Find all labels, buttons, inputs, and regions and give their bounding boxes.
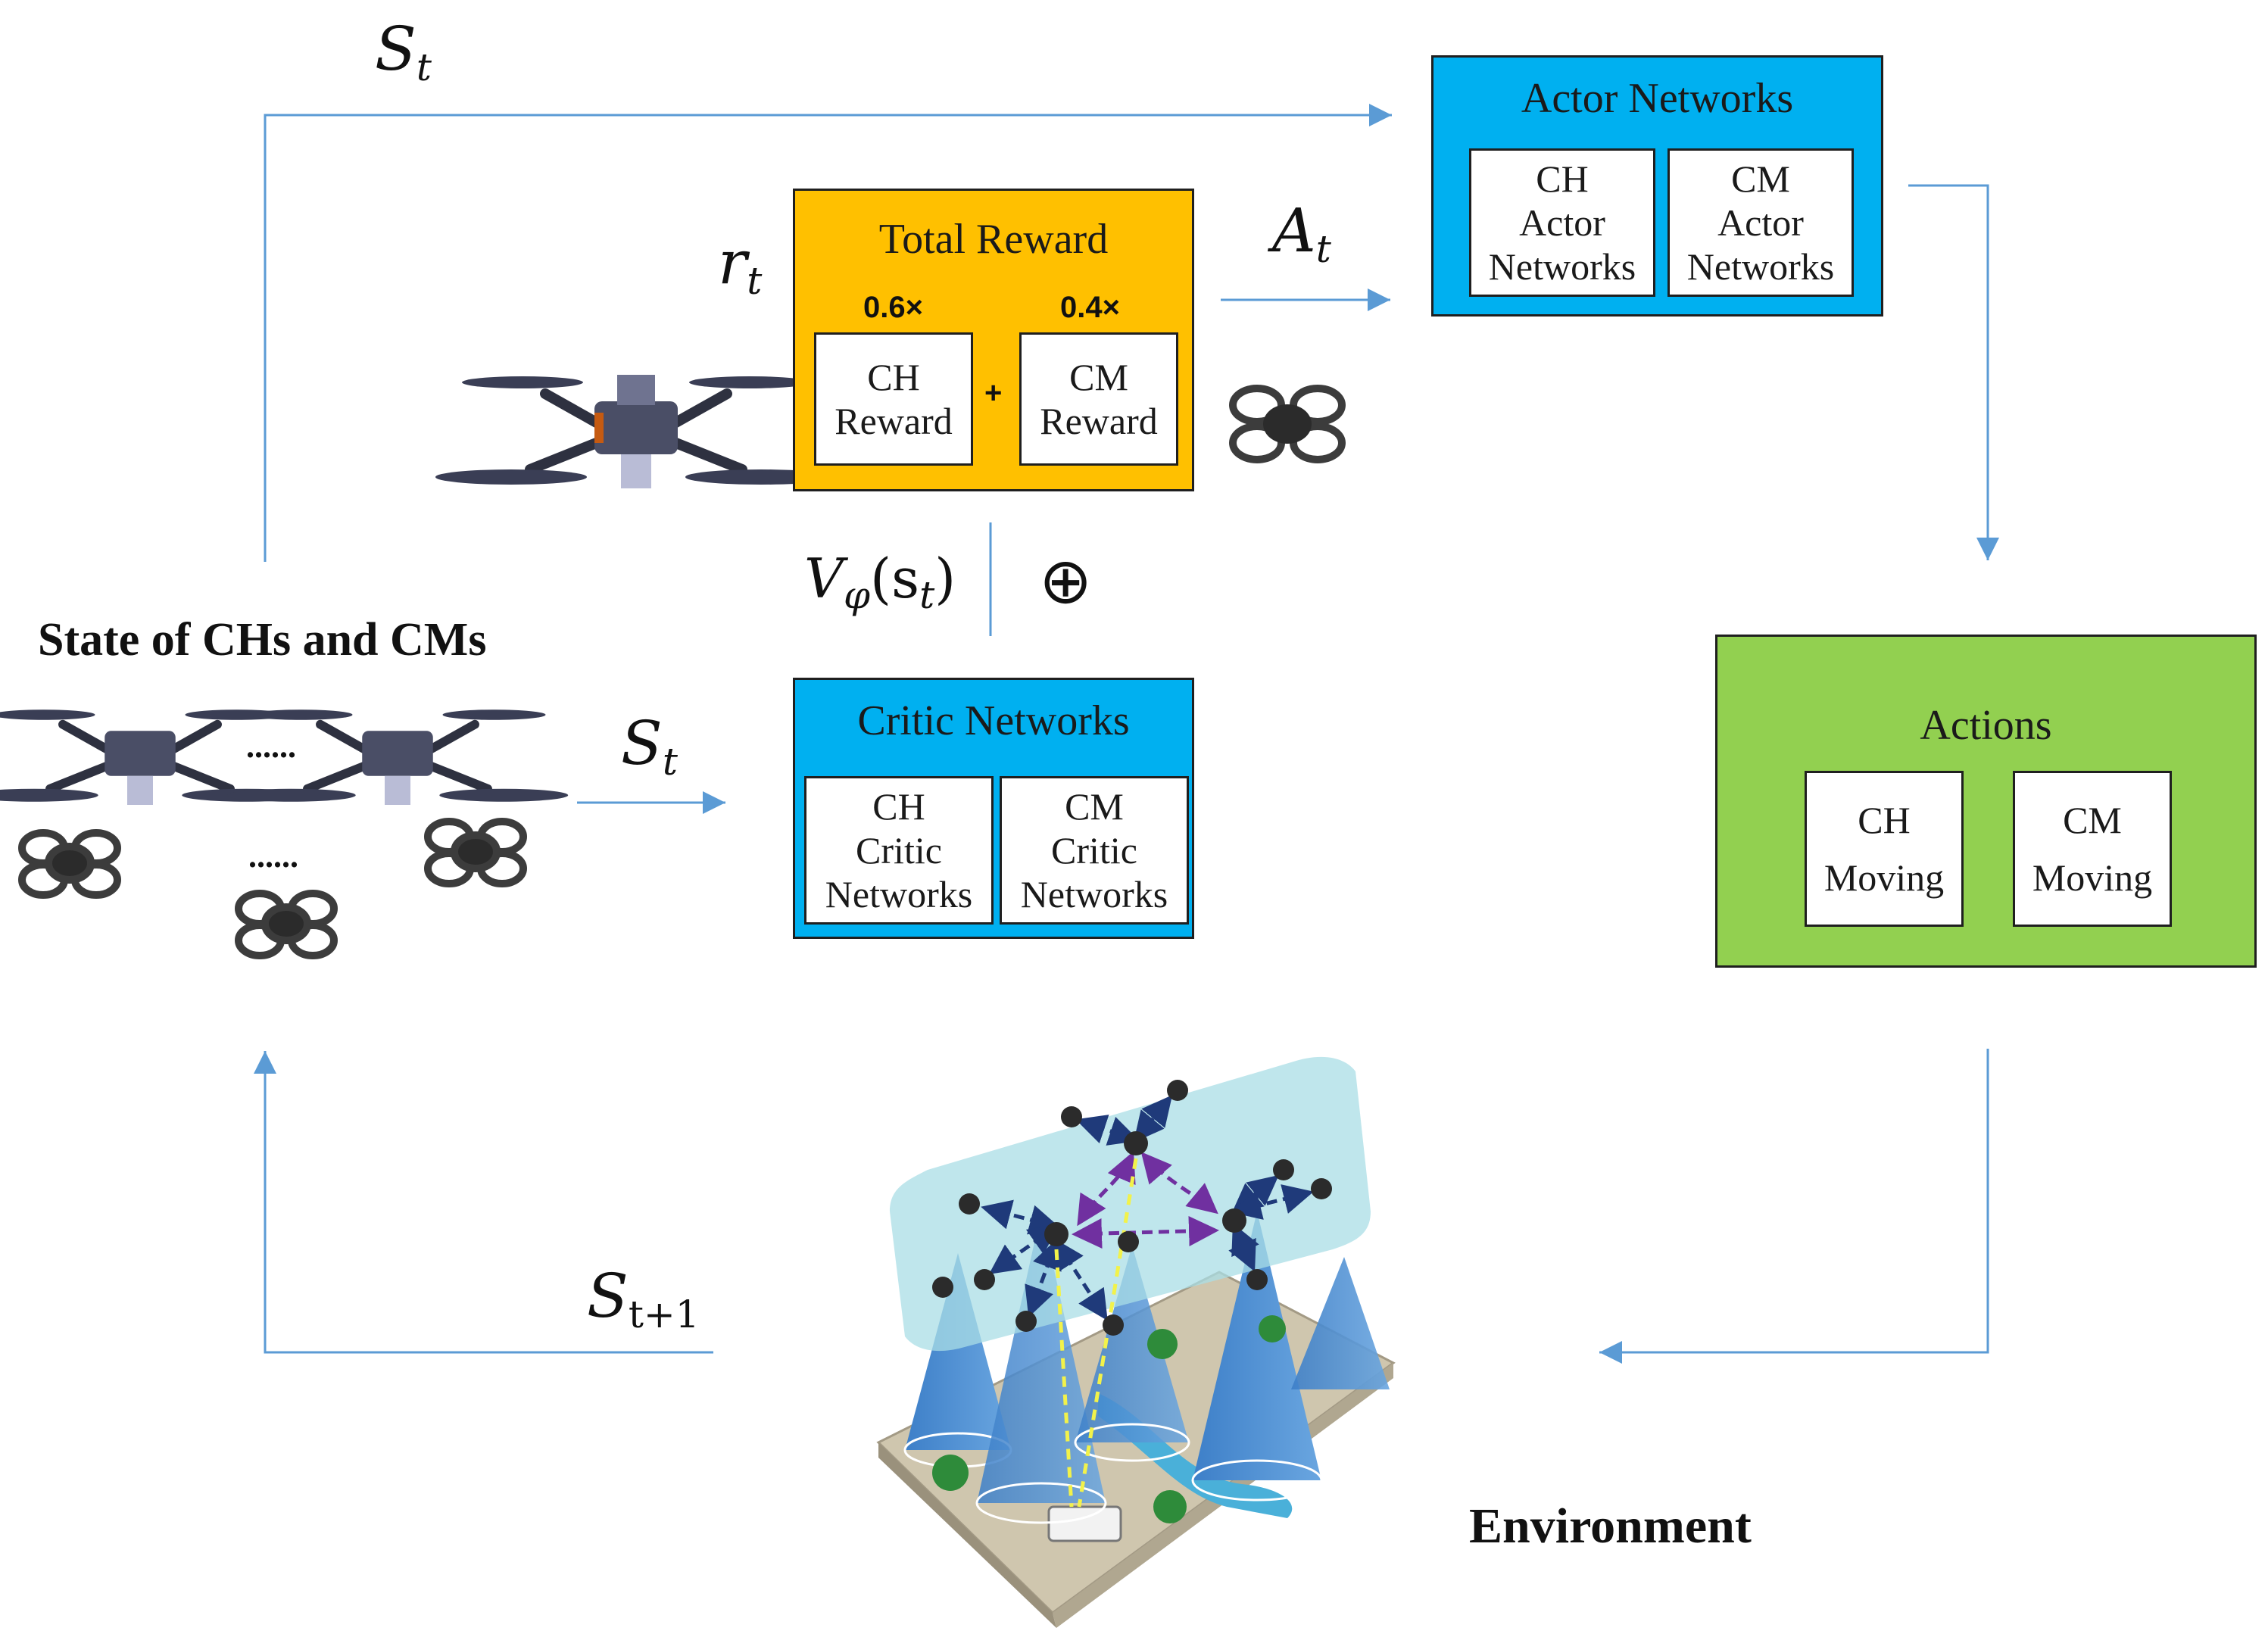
oplus-symbol: ⊕ [1039, 544, 1093, 618]
cm-moving: CM Moving [2013, 771, 2172, 927]
cm-reward: CM Reward [1019, 332, 1178, 466]
ch-reward-weight: 0.6× [863, 291, 923, 324]
state-label-middle: St [621, 708, 678, 784]
environment-label: Environment [1469, 1498, 1752, 1554]
reward-plus-sign: + [984, 376, 1003, 410]
environment-illustration [876, 1056, 1396, 1628]
ch-critic-networks: CH Critic Networks [804, 776, 994, 925]
ch-actor-networks: CH Actor Networks [1469, 148, 1655, 297]
next-state-label: St+1 [587, 1261, 700, 1336]
ellipsis-top: ...... [246, 728, 296, 765]
env-drone-icons [932, 1080, 1332, 1336]
value-function-label: Vφ(st) [804, 547, 956, 617]
hexacopter-icon [435, 375, 837, 488]
actor-networks-title: Actor Networks [1521, 75, 1794, 122]
state-label-top: St [375, 14, 432, 89]
actor-networks-box: Actor Networks CH Actor Networks CM Acto… [1431, 55, 1883, 317]
total-reward-box: Total Reward 0.6× 0.4× CH Reward + CM Re… [793, 189, 1194, 491]
actions-box: Actions CH Moving CM Moving [1715, 635, 2257, 968]
state-group-label: State of CHs and CMs [38, 614, 487, 666]
arrow-state-to-actor [264, 104, 1392, 562]
reward-label: rt [718, 227, 763, 303]
arrow-actions-to-environment [1599, 1049, 1989, 1364]
cm-reward-weight: 0.4× [1060, 291, 1120, 324]
ellipsis-bottom: ...... [248, 837, 298, 875]
cm-critic-networks: CM Critic Networks [1000, 776, 1189, 925]
arrow-environment-to-state [254, 1051, 713, 1354]
action-label: At [1272, 195, 1331, 271]
arrow-actor-to-actions [1908, 184, 1999, 560]
critic-networks-box: Critic Networks CH Critic Networks CM Cr… [793, 678, 1194, 939]
ch-reward: CH Reward [814, 332, 973, 466]
flow-arrows [254, 104, 1999, 1364]
state-drone-group [0, 709, 569, 959]
ch-moving: CH Moving [1805, 771, 1964, 927]
cm-actor-networks: CM Actor Networks [1667, 148, 1854, 297]
tree-icons [932, 1315, 1286, 1523]
vehicle-icon [1047, 1505, 1122, 1542]
cone-group [903, 1211, 1390, 1524]
small-drone-icon [1229, 385, 1346, 463]
actions-title: Actions [1920, 702, 2052, 749]
link-arrows [981, 1095, 1314, 1321]
total-reward-title: Total Reward [878, 216, 1109, 263]
critic-networks-title: Critic Networks [857, 697, 1130, 744]
